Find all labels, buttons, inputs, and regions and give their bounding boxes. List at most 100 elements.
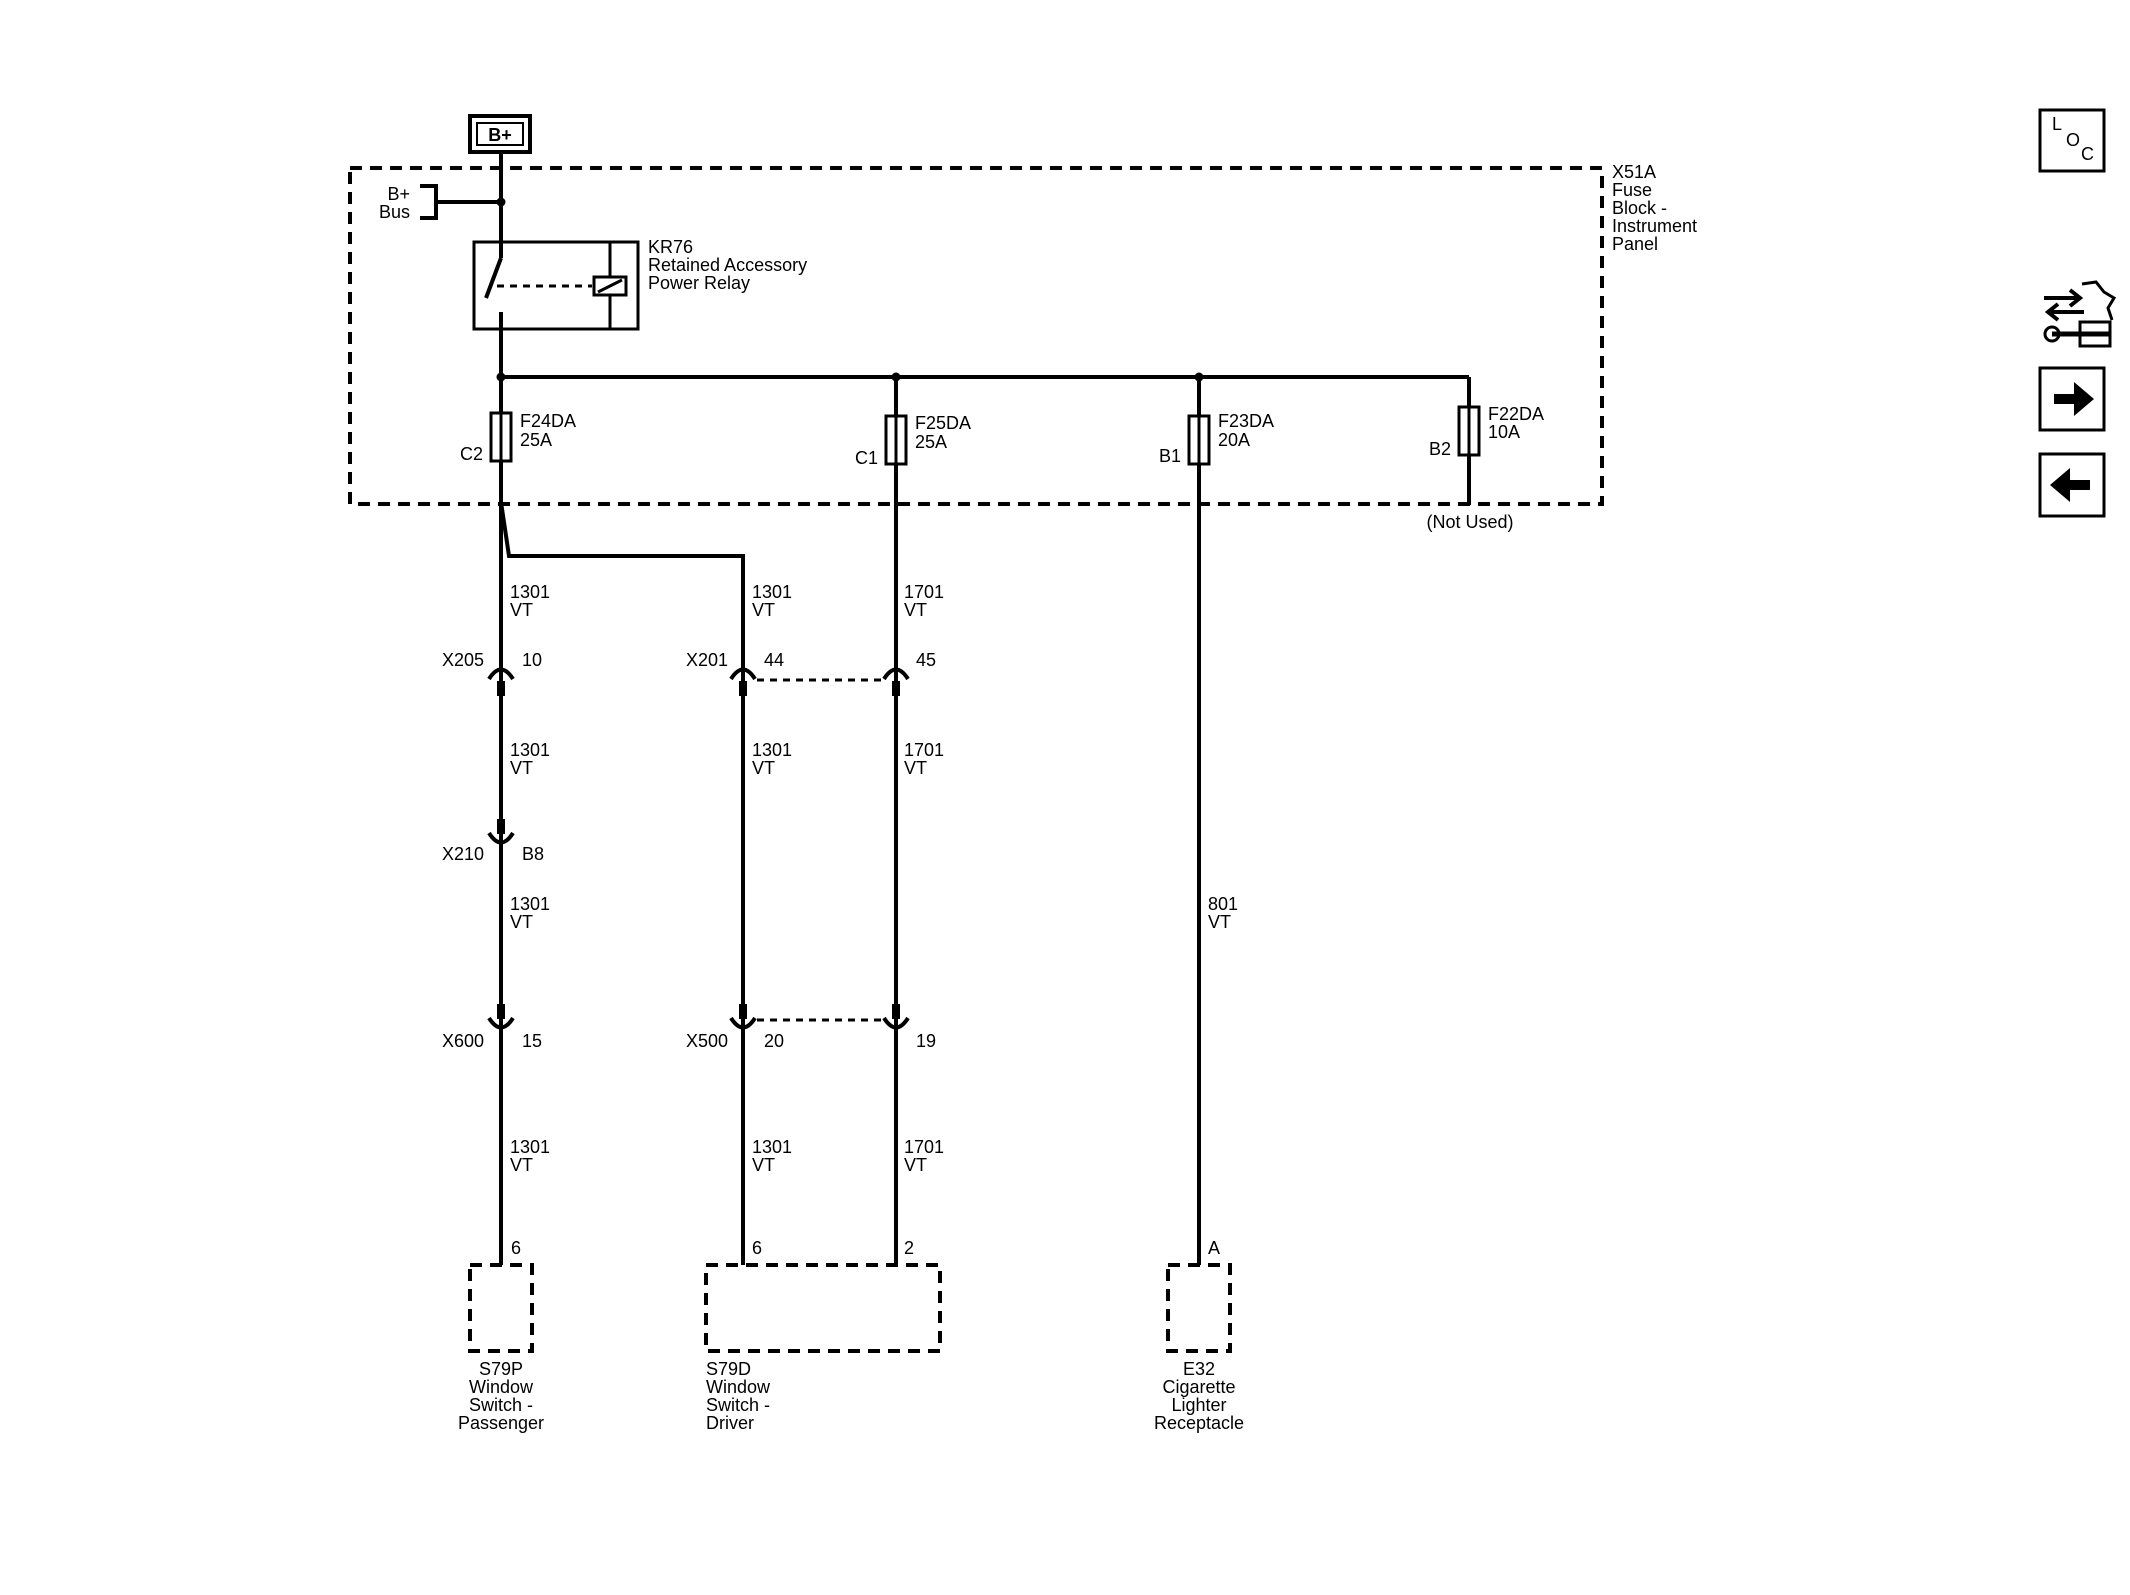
component-e32: A E32 Cigarette Lighter Receptacle [1154, 1238, 1244, 1433]
connector-x201: X201 44 45 [686, 650, 936, 696]
component-desc-line: Lighter [1171, 1395, 1226, 1415]
loc-button[interactable]: L O C [2038, 108, 2106, 173]
component-desc-line: Switch - [706, 1395, 770, 1415]
wire-color-label: VT [904, 758, 927, 778]
relay-name: KR76 [648, 237, 693, 257]
wire-labels: 1301 VT 1301 VT 1301 VT 1301 VT 1301 VT … [510, 582, 1238, 1175]
wire-circuit-label: 1301 [752, 740, 792, 760]
component-desc-line: Cigarette [1162, 1377, 1235, 1397]
fuse-pin: B2 [1429, 439, 1451, 459]
relay-desc-line: Power Relay [648, 273, 750, 293]
fuse-block-desc-line: Block - [1612, 198, 1667, 218]
bplus-bus: B+ Bus [379, 184, 506, 222]
bus-label: B+ [387, 184, 410, 204]
wire-circuit-label: 1301 [510, 1137, 550, 1157]
wire-circuit-label: 1301 [510, 740, 550, 760]
fuse-rating: 10A [1488, 422, 1520, 442]
wire-circuit-label: 1701 [904, 1137, 944, 1157]
component-pin: 6 [752, 1238, 762, 1258]
fuse-rating: 25A [915, 432, 947, 452]
power-source: B+ [468, 114, 532, 154]
fuse-name: F25DA [915, 413, 971, 433]
wire-color-label: VT [752, 1155, 775, 1175]
connector-pin: 44 [764, 650, 784, 670]
wire-1301-driver [499, 501, 745, 1265]
wire-color-label: VT [752, 758, 775, 778]
arrow-right-icon [2054, 382, 2094, 416]
wire-color-label: VT [510, 600, 533, 620]
loc-letter: O [2066, 130, 2080, 150]
fuse-block-name: X51A [1612, 162, 1656, 182]
wire-circuit-label: 1701 [904, 740, 944, 760]
arrow-left-icon [2050, 468, 2090, 502]
connector-x600: X600 15 [442, 1004, 542, 1051]
connector-pin: 20 [764, 1031, 784, 1051]
connector-x500: X500 20 19 [686, 1004, 936, 1051]
connector-name: X500 [686, 1031, 728, 1051]
component-desc-line: Window [469, 1377, 534, 1397]
wire-color-label: VT [510, 758, 533, 778]
connector-name: X210 [442, 844, 484, 864]
fuse-rating: 25A [520, 430, 552, 450]
fuse-name: F22DA [1488, 404, 1544, 424]
fuse-f24da: F24DA 25A C2 [460, 377, 576, 464]
fuse-f23da: F23DA 20A B1 [1159, 377, 1274, 466]
connector-pin: 19 [916, 1031, 936, 1051]
fuse-rating: 20A [1218, 430, 1250, 450]
wire-circuit-label: 1701 [904, 582, 944, 602]
connector-pin: 15 [522, 1031, 542, 1051]
component-s79p: 6 S79P Window Switch - Passenger [458, 1238, 544, 1433]
fuse-name: F24DA [520, 411, 576, 431]
previous-button[interactable] [2038, 452, 2106, 518]
fuse-note: (Not Used) [1426, 512, 1513, 532]
wire-color-label: VT [904, 600, 927, 620]
fuse-f22da: F22DA 10A B2 (Not Used) [1426, 377, 1544, 532]
fuse-pin: C2 [460, 444, 483, 464]
connector-pin: 45 [916, 650, 936, 670]
component-name: E32 [1183, 1359, 1215, 1379]
component-pin: 2 [904, 1238, 914, 1258]
fuse-block-desc-line: Panel [1612, 234, 1658, 254]
fuse-block-desc-line: Instrument [1612, 216, 1697, 236]
wire-color-label: VT [904, 1155, 927, 1175]
component-pin: 6 [511, 1238, 521, 1258]
connector-x205: X205 10 [442, 650, 542, 696]
component-desc-line: Receptacle [1154, 1413, 1244, 1433]
fuse-block-desc-line: Fuse [1612, 180, 1652, 200]
relay-switch-contact [484, 257, 503, 299]
fuse-name: F23DA [1218, 411, 1274, 431]
fuse-block-label: X51A Fuse Block - Instrument Panel [1612, 162, 1697, 254]
next-button[interactable] [2038, 366, 2106, 432]
component-desc-line: Passenger [458, 1413, 544, 1433]
connector-name: X600 [442, 1031, 484, 1051]
fuse-pin: C1 [855, 448, 878, 468]
wire-circuit-label: 1301 [510, 894, 550, 914]
relay-kr76: KR76 Retained Accessory Power Relay [472, 237, 807, 331]
loc-letter: C [2081, 144, 2094, 164]
fuse-pin: B1 [1159, 446, 1181, 466]
component-pin: A [1208, 1238, 1220, 1258]
connector-x210: X210 B8 [442, 819, 544, 864]
wire-color-label: VT [510, 912, 533, 932]
component-s79d: 6 2 S79D Window Switch - Driver [704, 1238, 942, 1433]
wire-color-label: VT [752, 600, 775, 620]
relay-desc-line: Retained Accessory [648, 255, 807, 275]
wire-circuit-label: 1301 [510, 582, 550, 602]
connector-pin: B8 [522, 844, 544, 864]
bus-label: Bus [379, 202, 410, 222]
wire-circuit-label: 1301 [752, 1137, 792, 1157]
wire-color-label: VT [510, 1155, 533, 1175]
component-name: S79D [706, 1359, 751, 1379]
schematic-toggle-icon[interactable] [2043, 280, 2117, 348]
power-source-label: B+ [488, 125, 512, 145]
fuse-f25da: F25DA 25A C1 [855, 377, 971, 468]
wire-circuit-label: 801 [1208, 894, 1238, 914]
wire-circuit-label: 1301 [752, 582, 792, 602]
wire-color-label: VT [1208, 912, 1231, 932]
component-desc-line: Driver [706, 1413, 754, 1433]
connector-pin: 10 [522, 650, 542, 670]
connector-name: X201 [686, 650, 728, 670]
fuse-block-boundary [348, 166, 1604, 506]
loc-letter: L [2052, 114, 2062, 134]
